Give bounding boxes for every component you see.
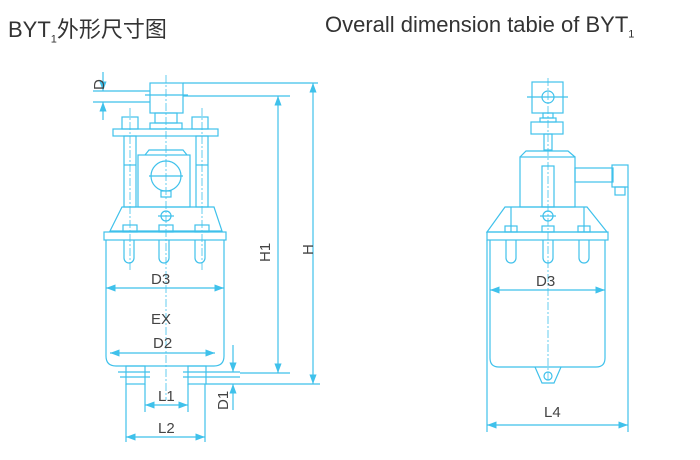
front-view: D H1 H D3 EX D2 D1 L1 L2 xyxy=(91,72,320,442)
label-h: H xyxy=(300,244,317,255)
label-l4: L4 xyxy=(544,404,561,421)
label-d3: D3 xyxy=(151,271,170,288)
label-d3-side: D3 xyxy=(536,273,555,290)
label-d2: D2 xyxy=(153,335,172,352)
title-chinese: BYT1外形尺寸图 xyxy=(8,17,167,46)
side-view: D3 L4 xyxy=(485,78,629,432)
label-d: D xyxy=(91,79,108,90)
label-ex: EX xyxy=(151,311,171,328)
title-english: Overall dimension tabie of BYT1 xyxy=(325,12,635,41)
label-l1: L1 xyxy=(158,388,175,405)
label-h1: H1 xyxy=(257,243,274,262)
label-l2: L2 xyxy=(158,420,175,437)
label-d1: D1 xyxy=(215,391,232,410)
